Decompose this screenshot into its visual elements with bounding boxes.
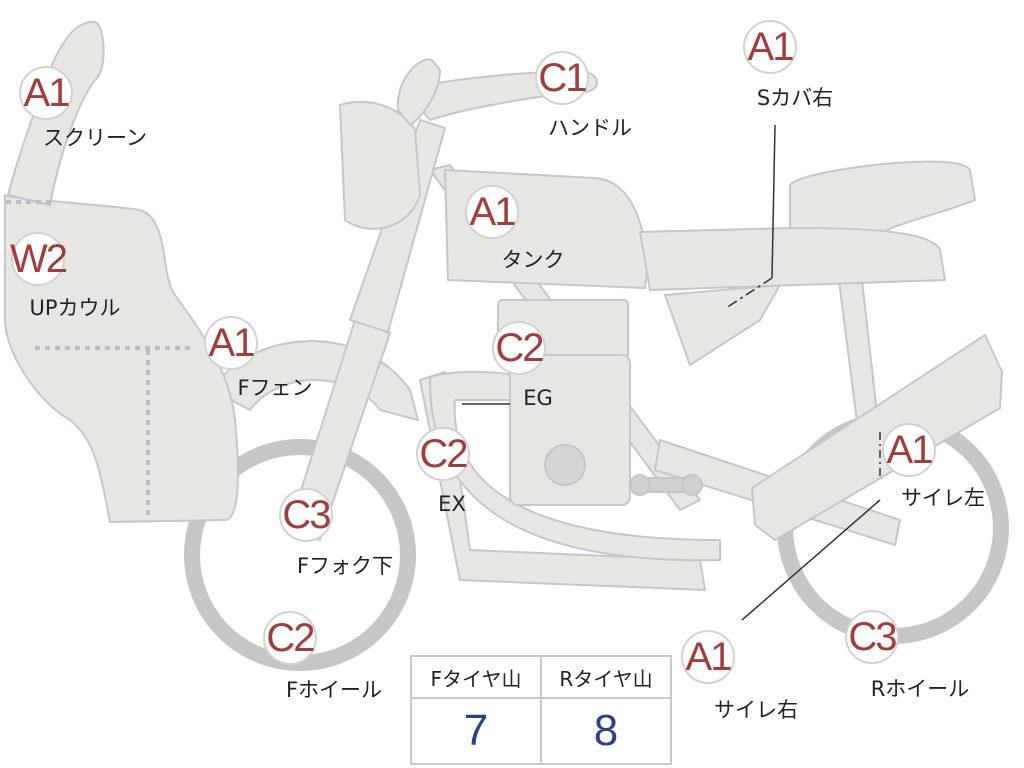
front-fork-lower-label: Fフォク下 [296,554,394,578]
silencer-shape [751,334,1003,541]
side-cover-leader-dash [725,277,773,309]
front-fork-lower-code-badge: C3 [279,488,333,542]
silencer-right-leader [741,499,881,621]
engine-cover-shape [544,444,586,486]
front-fender-label: Fフェン [237,376,313,400]
seat-front-shape [639,227,946,291]
foot-peg-end-left [629,474,651,496]
silencer-left-code-badge: A1 [882,423,936,477]
tank-code-badge: A1 [465,185,519,239]
engine-code-badge: C2 [492,321,546,375]
side-cover-leader [771,124,776,279]
mirror-shape [396,58,441,126]
rear-tire-header: Rタイヤ山 [540,655,672,699]
front-wheel-code-badge: C2 [263,611,317,665]
tire-table-header-row: Fタイヤ山 Rタイヤ山 [410,655,672,699]
front-tire-value: 7 [410,697,542,765]
rear-wheel-code-badge: C3 [845,610,899,664]
upper-cowl-label: UPカウル [29,296,121,320]
screen-label: スクリーン [43,126,147,150]
tire-table-value-row: 7 8 [410,697,672,765]
front-fender-code-badge: A1 [204,316,258,370]
handle-code-badge: C1 [535,51,589,105]
front-tire-header: Fタイヤ山 [410,655,542,699]
tire-tread-table: Fタイヤ山 Rタイヤ山 7 8 [410,655,672,765]
engine-label: EG [523,386,553,410]
tank-label: タンク [501,248,565,272]
foot-peg-end-right [681,474,703,496]
exhaust-shape [429,370,721,562]
exhaust-label: EX [438,492,466,516]
side-cover-right-code-badge: A1 [743,20,797,74]
headlight-shape [339,100,421,230]
front-wheel-label: Fホイール [285,678,383,702]
side-cover-shape [664,284,781,366]
side-cover-right-label: Sカバ右 [756,86,834,110]
engine-case-shape [509,354,631,506]
screen-code-badge: A1 [19,66,73,120]
silencer-right-label: サイレ右 [714,698,798,722]
upper-cowl-code-badge: W2 [10,232,68,286]
handle-label: ハンドル [548,116,632,140]
rear-tire-value: 8 [540,697,672,765]
silencer-right-code-badge: A1 [681,630,735,684]
silencer-left-label: サイレ左 [901,486,985,510]
exhaust-code-badge: C2 [416,427,470,481]
rear-wheel-label: Rホイール [870,677,970,701]
